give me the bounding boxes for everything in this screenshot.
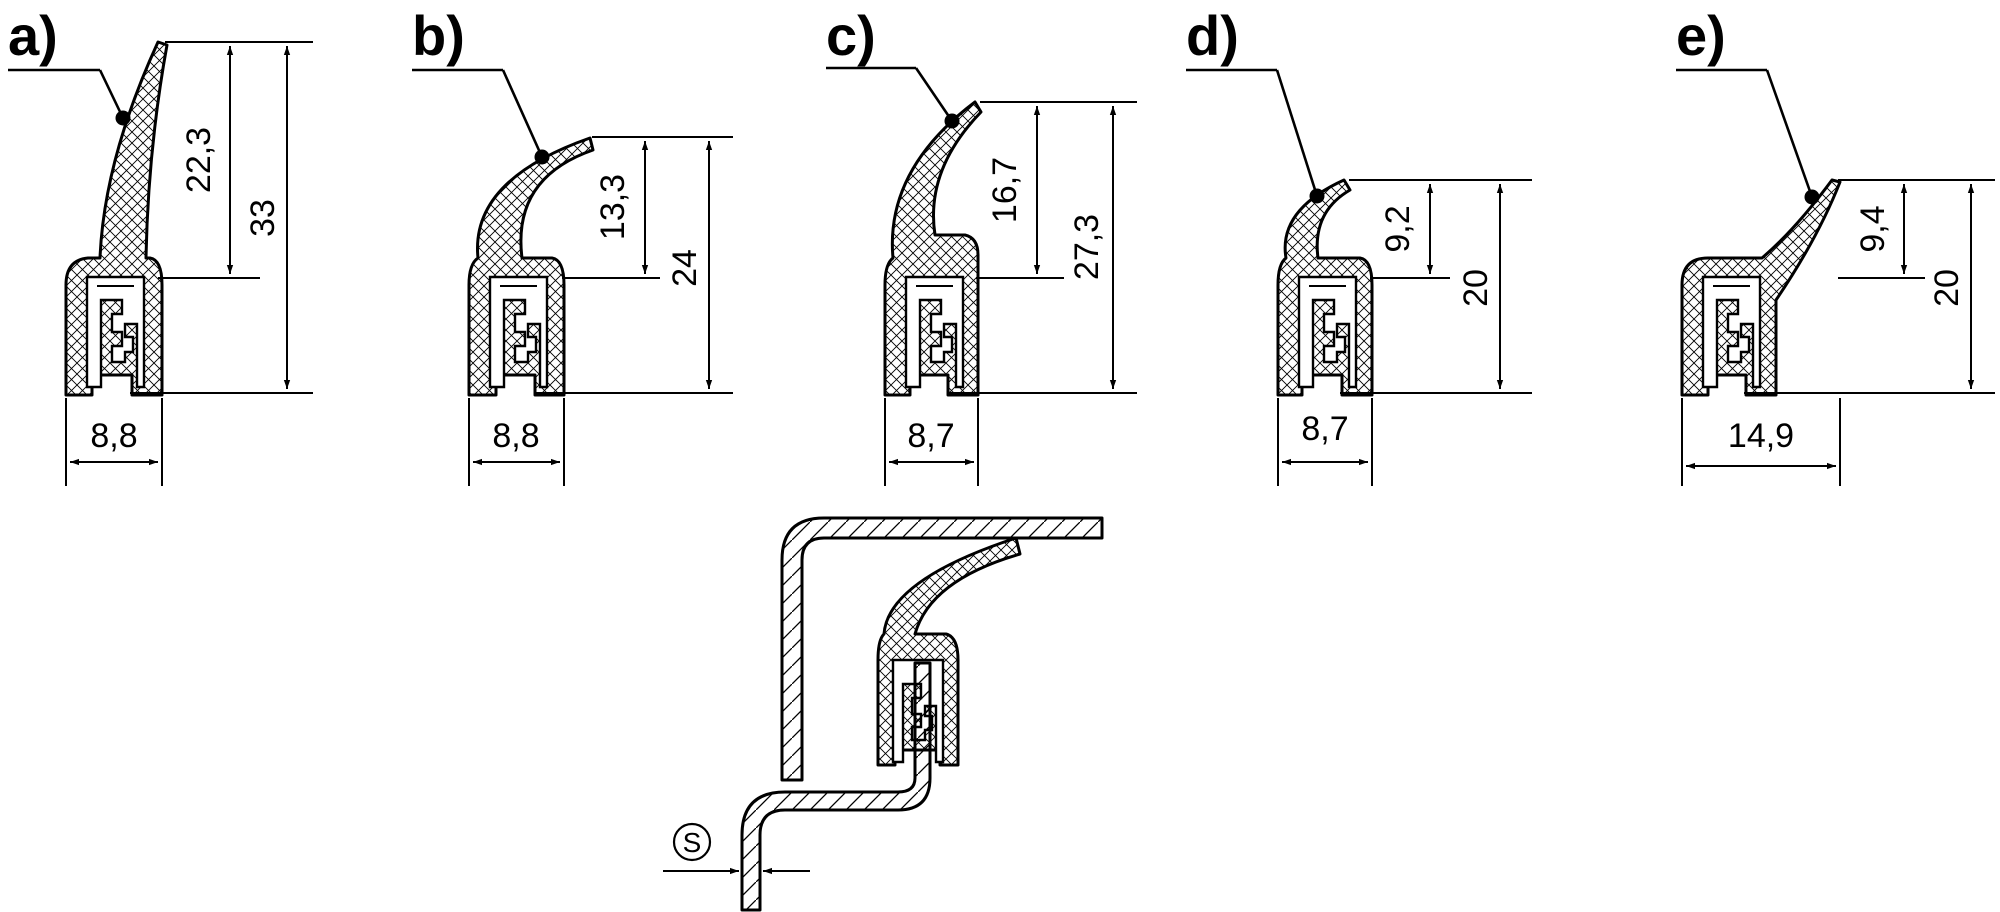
profile-b: b) 13,3 24 8,8 bbox=[412, 4, 733, 486]
material-marker bbox=[534, 149, 550, 165]
profile-d: d) 9,2 20 8,7 bbox=[1186, 4, 1532, 486]
width-dimension: 8,8 bbox=[90, 417, 137, 455]
thickness-symbol bbox=[672, 822, 712, 862]
profile-c: c) 16,7 27,3 8,7 bbox=[826, 4, 1137, 486]
lip-dimension: 13,3 bbox=[594, 174, 632, 240]
width-dimension: 8,7 bbox=[907, 417, 954, 455]
height-dimension: 20 bbox=[1928, 269, 1966, 307]
profile-label: b) bbox=[412, 4, 465, 67]
body-flange bbox=[740, 661, 932, 912]
material-marker bbox=[115, 110, 131, 126]
lip-dimension: 9,2 bbox=[1379, 205, 1417, 252]
lip-dimension: 9,4 bbox=[1854, 205, 1892, 252]
width-dimension: 8,8 bbox=[492, 417, 539, 455]
profile-label: e) bbox=[1676, 4, 1726, 67]
seal-profile-b bbox=[467, 136, 595, 397]
thickness-symbol-label: S bbox=[683, 827, 702, 858]
material-marker bbox=[1309, 188, 1325, 204]
height-dimension: 33 bbox=[244, 199, 282, 237]
material-marker bbox=[944, 113, 960, 129]
profile-e: e) 9,4 20 14,9 bbox=[1676, 4, 1995, 486]
lip-dimension: 16,7 bbox=[986, 157, 1024, 223]
profile-a: a) 22,3 33 8,8 bbox=[8, 4, 313, 486]
profile-label: d) bbox=[1186, 4, 1239, 67]
profile-label: a) bbox=[8, 4, 58, 67]
seal-profile-a bbox=[64, 40, 169, 397]
width-dimension: 14,9 bbox=[1728, 417, 1794, 455]
material-marker bbox=[1804, 189, 1820, 205]
height-dimension: 20 bbox=[1457, 269, 1495, 307]
door-panel bbox=[780, 516, 1104, 782]
width-dimension: 8,7 bbox=[1301, 410, 1348, 448]
height-dimension: 27,3 bbox=[1068, 214, 1106, 280]
lip-dimension: 22,3 bbox=[180, 127, 218, 193]
height-dimension: 24 bbox=[666, 249, 704, 287]
assembly-view: S bbox=[663, 516, 1104, 912]
profile-label: c) bbox=[826, 4, 876, 67]
